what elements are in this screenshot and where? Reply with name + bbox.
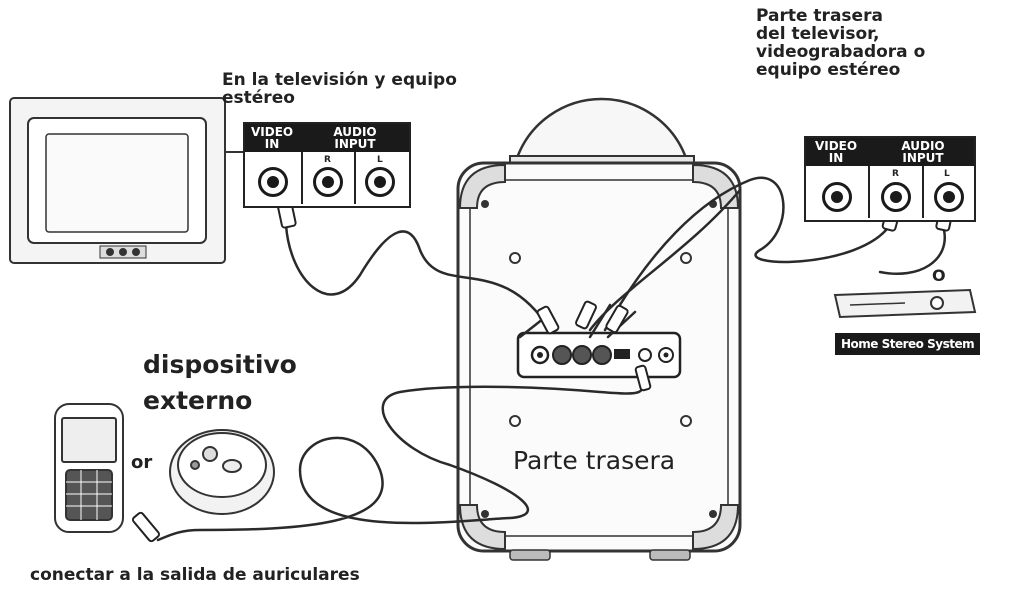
rear-label: Parte trasera	[513, 446, 676, 475]
audio-input-label-line2: INPUT	[334, 137, 376, 151]
television-icon	[9, 97, 226, 264]
video-in-label-line1: VIDEO	[251, 125, 294, 139]
audio-right-jack	[313, 167, 343, 197]
headphone-plug	[131, 511, 161, 543]
headphone-output-label: conectar a la salida de auriculares	[30, 565, 360, 585]
audio-left-jack	[365, 167, 395, 197]
audio-right-label: R	[892, 169, 899, 179]
audio-input-label-line1: AUDIO	[333, 125, 377, 139]
rear-devices-label: Parte trasera del televisor, videograbad…	[756, 6, 926, 80]
audio-input-label-line1: AUDIO	[901, 139, 945, 153]
video-in-label-line2: IN	[264, 137, 280, 151]
cd-player-icon	[169, 429, 275, 515]
cables	[156, 176, 947, 542]
audio-right-label: R	[324, 155, 331, 165]
home-stereo-badge: Home Stereo System	[835, 333, 981, 355]
speaker-input-panel	[516, 331, 682, 379]
speaker-dome	[509, 97, 695, 165]
or-label: or	[131, 452, 153, 473]
tv-av-input-panel: VIDEO IN AUDIO INPUT R L	[243, 122, 411, 208]
phone-icon	[54, 403, 124, 533]
video-in-label-line2: IN	[828, 151, 844, 165]
audio-input-label-line2: INPUT	[902, 151, 944, 165]
video-in-jack	[822, 182, 852, 212]
video-in-jack	[258, 167, 288, 197]
external-device-label: dispositivo externo	[143, 350, 297, 416]
audio-left-jack	[934, 182, 964, 212]
audio-right-jack	[881, 182, 911, 212]
audio-left-label: L	[944, 169, 950, 179]
home-stereo-icon	[833, 288, 977, 319]
video-in-label-line1: VIDEO	[814, 139, 858, 153]
tv-stereo-label: En la televisión y equipo estéreo	[222, 70, 457, 108]
audio-left-label: L	[377, 155, 383, 165]
o-label: O	[932, 266, 946, 285]
rear-av-input-panel: VIDEO IN AUDIO INPUT R L	[804, 136, 976, 222]
